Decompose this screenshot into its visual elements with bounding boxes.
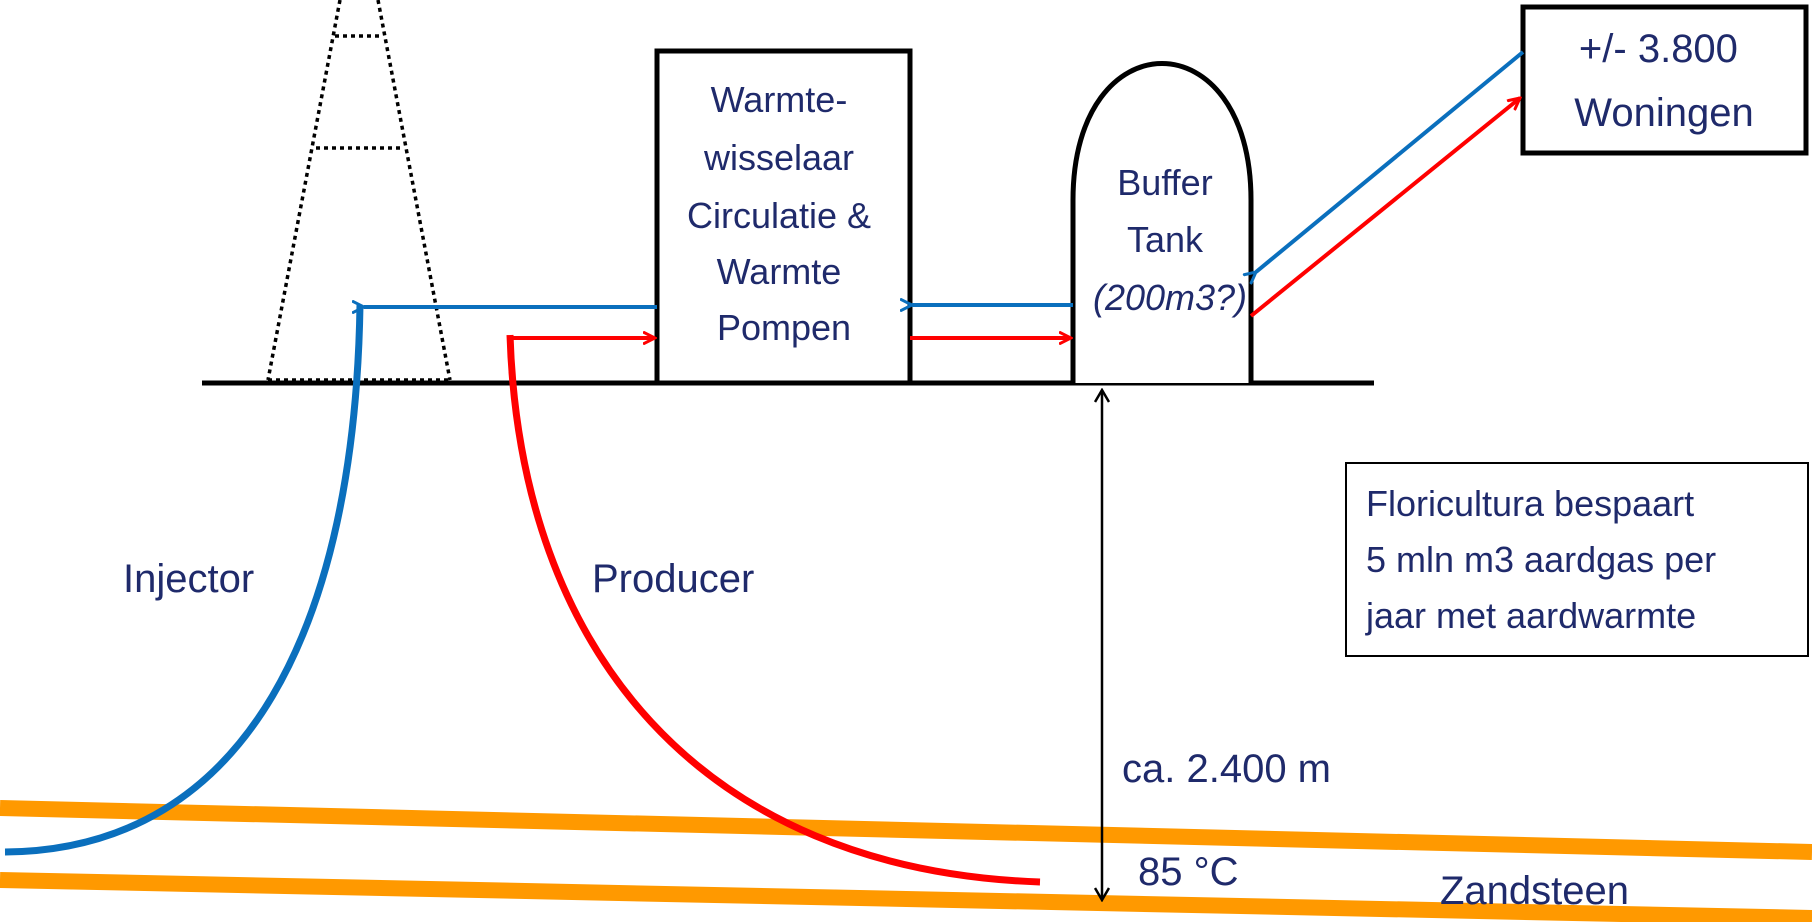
heat-exchanger-label-line4: Warmte xyxy=(717,251,842,292)
injector-well xyxy=(4,304,364,856)
producer-label: Producer xyxy=(592,557,754,601)
homes-label-line2: Woningen xyxy=(1574,91,1753,135)
note-line3: jaar met aardwarmte xyxy=(1365,595,1696,636)
injector-label: Injector xyxy=(123,557,254,601)
heat-exchanger-label-line3: Circulatie & xyxy=(687,195,871,236)
buffer-tank-label-line2: Tank xyxy=(1127,219,1204,260)
svg-text:Buffer Tank (200m3?): Buffer Tank (200m3?) xyxy=(1093,162,1247,318)
sandstone-top-line xyxy=(0,800,1812,860)
heat-exchanger-label-line2: wisselaar xyxy=(703,137,854,178)
svg-text:Floricultura bespaart 5 ml: Floricultura bespaart 5 mln m3 aardgas p… xyxy=(1365,483,1726,636)
temperature-label: 85 °C xyxy=(1138,850,1239,894)
svg-text:+/- 3.800 Woningen: +/- 3.800 Woningen xyxy=(1574,27,1753,135)
svg-text:Warmte- wisselaar Circ: Warmte- wisselaar Circulatie & Warmte Po… xyxy=(687,79,881,348)
note-line2: 5 mln m3 aardgas per xyxy=(1366,539,1716,580)
homes-label-line1: +/- 3.800 xyxy=(1579,27,1738,71)
heat-exchanger-label-line1: Warmte- xyxy=(711,79,848,120)
note-line1: Floricultura bespaart xyxy=(1366,483,1694,524)
note-box xyxy=(1345,462,1809,657)
buffer-tank-shape xyxy=(1070,61,1254,383)
blue-arrow-homes-to-tank xyxy=(1256,50,1525,272)
red-arrow-tank-to-homes xyxy=(1249,98,1520,318)
homes-box xyxy=(1520,4,1809,156)
buffer-tank-label-line1: Buffer xyxy=(1117,162,1212,203)
buffer-tank-label-line3: (200m3?) xyxy=(1093,277,1247,318)
producer-well xyxy=(506,334,1041,886)
heat-exchanger-label-line5: Pompen xyxy=(717,307,851,348)
depth-label: ca. 2.400 m xyxy=(1122,747,1331,791)
sandstone-bottom-line xyxy=(0,872,1812,922)
sandstone-label: Zandsteen xyxy=(1440,869,1629,913)
heat-exchanger-box xyxy=(654,48,913,386)
